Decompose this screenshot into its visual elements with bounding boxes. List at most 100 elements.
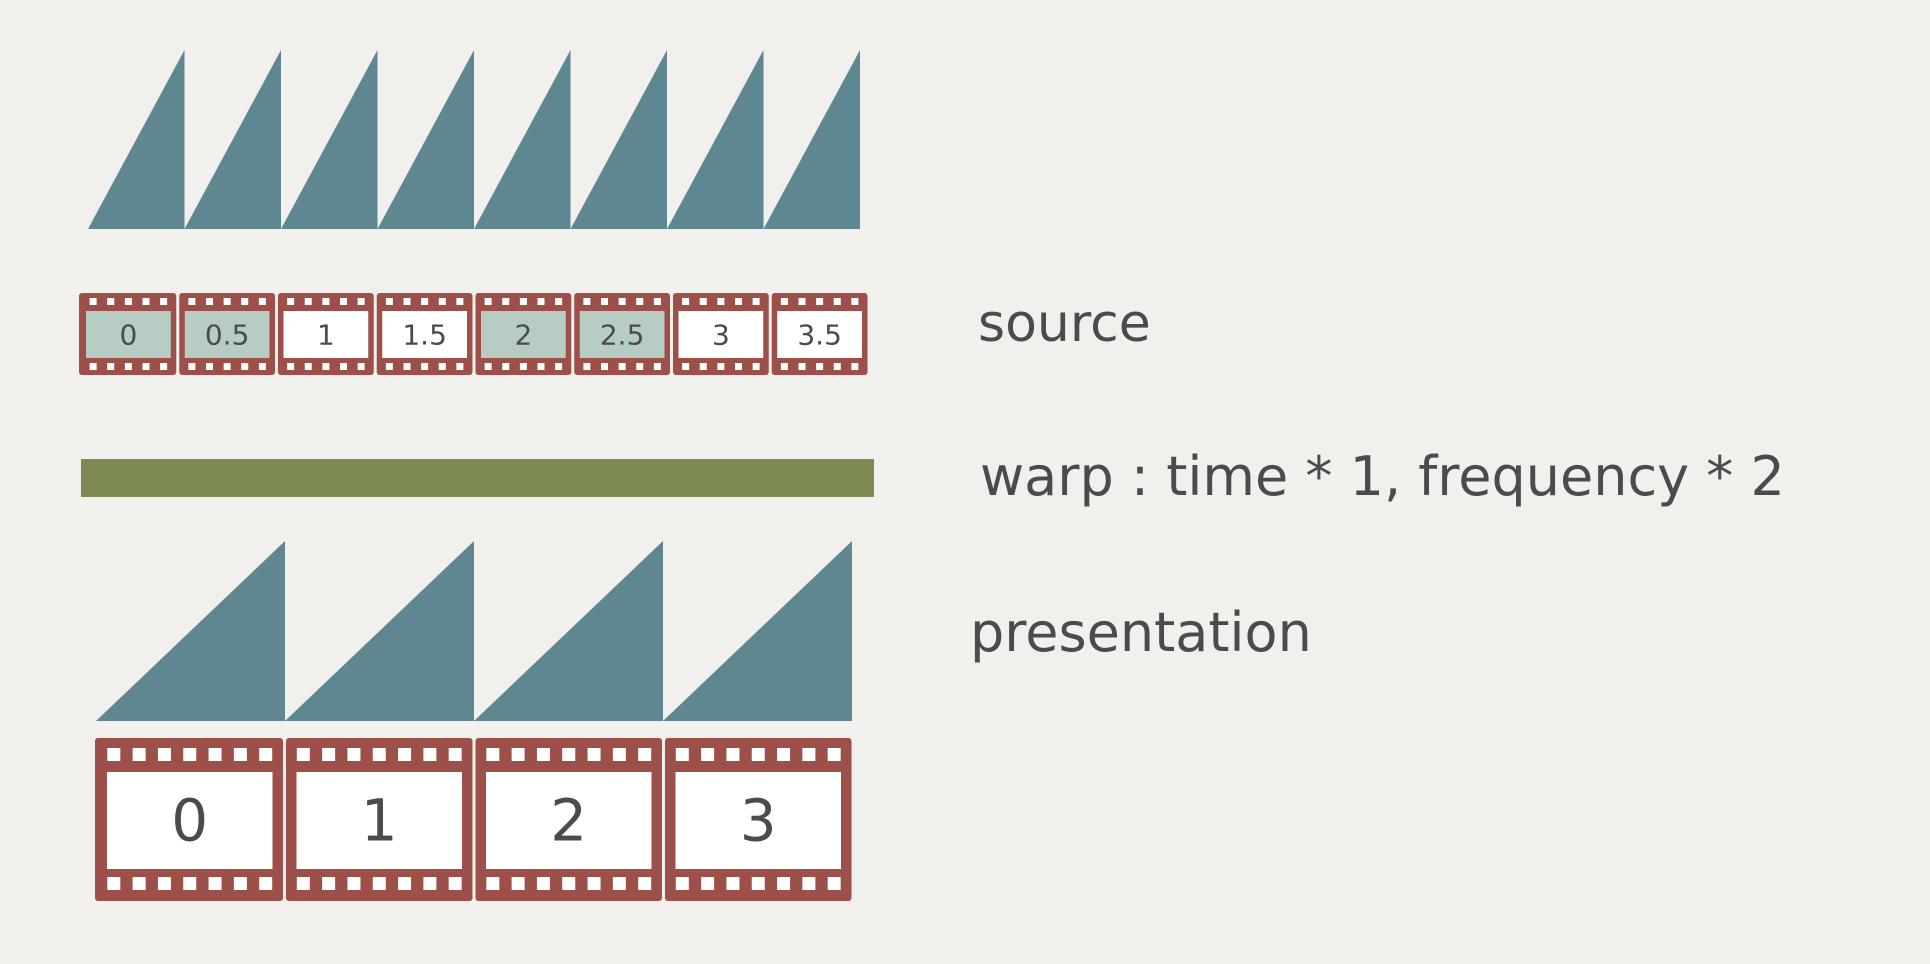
- presentation-frame-label: 1: [361, 787, 398, 855]
- sprocket-hole: [537, 363, 545, 370]
- sprocket-hole: [241, 298, 249, 305]
- sprocket-hole: [717, 363, 725, 370]
- sprocket-hole: [124, 363, 132, 370]
- sprocket-hole: [223, 298, 231, 305]
- sprocket-hole: [851, 363, 859, 370]
- source-frame: 0.5: [179, 293, 275, 375]
- frame-window: [481, 311, 566, 358]
- sprocket-hole: [206, 363, 213, 370]
- sprocket-hole: [89, 363, 97, 370]
- sprocket-hole: [347, 748, 361, 761]
- presentation-filmstrip: 0 1 2 3: [95, 738, 852, 901]
- presentation-label: presentation: [970, 601, 1312, 664]
- source-frame: 2: [475, 293, 572, 375]
- sprocket-hole: [132, 877, 146, 890]
- sprocket-hole: [157, 748, 171, 761]
- sprocket-hole: [519, 298, 527, 305]
- sprocket-hole: [519, 363, 527, 370]
- sprocket-hole: [537, 298, 545, 305]
- sprocket-hole: [403, 298, 411, 305]
- sprocket-hole: [438, 363, 446, 370]
- frame-window: [382, 311, 467, 358]
- sprocket-hole: [486, 748, 500, 761]
- sprocket-hole: [587, 877, 601, 890]
- sprocket-hole: [486, 877, 500, 890]
- sprocket-hole: [107, 298, 115, 305]
- frame-window: [86, 311, 171, 358]
- sprocket-hole: [653, 363, 661, 370]
- sprocket-hole: [347, 877, 361, 890]
- sprocket-hole: [157, 877, 171, 890]
- frame-window: [107, 772, 273, 869]
- sprocket-hole: [258, 363, 266, 370]
- sprocket-hole: [456, 363, 464, 370]
- sprocket-hole: [398, 877, 412, 890]
- sprocket-hole: [827, 877, 841, 890]
- sprocket-hole: [638, 877, 652, 890]
- sprocket-hole: [340, 298, 347, 305]
- sprocket-hole: [555, 363, 563, 370]
- warp-bar: [81, 459, 874, 497]
- sprocket-hole: [833, 298, 841, 305]
- sprocket-hole: [675, 748, 689, 761]
- presentation-frame-label: 3: [740, 787, 777, 855]
- sprocket-hole: [484, 363, 492, 370]
- source-wave-tooth: [570, 50, 667, 229]
- source-wave-tooth: [474, 50, 571, 229]
- frame-window: [678, 311, 764, 358]
- sprocket-hole: [188, 298, 196, 305]
- sprocket-hole: [638, 748, 652, 761]
- sprocket-hole: [777, 877, 791, 890]
- source-frame-label: 0: [119, 319, 137, 352]
- sprocket-hole: [322, 748, 336, 761]
- sprocket-hole: [618, 363, 626, 370]
- sprocket-hole: [132, 748, 146, 761]
- sprocket-hole: [357, 298, 365, 305]
- sprocket-hole: [562, 748, 576, 761]
- sprocket-hole: [372, 748, 386, 761]
- sprocket-hole: [583, 298, 591, 305]
- sprocket-hole: [208, 877, 222, 890]
- presentation-sawtooth-wave: [96, 541, 852, 721]
- sprocket-hole: [398, 748, 412, 761]
- presentation-wave-tooth: [663, 541, 852, 721]
- source-frame-label: 3: [712, 319, 730, 352]
- sprocket-hole: [259, 748, 273, 761]
- sprocket-hole: [833, 363, 841, 370]
- presentation-frame-label: 2: [550, 787, 587, 855]
- sprocket-hole: [322, 877, 336, 890]
- presentation-frame: 0: [95, 738, 283, 901]
- sprocket-hole: [89, 298, 97, 305]
- sprocket-hole: [385, 298, 393, 305]
- frame-window: [283, 311, 369, 358]
- sprocket-hole: [682, 298, 690, 305]
- frame-window: [184, 311, 270, 358]
- sprocket-hole: [233, 877, 247, 890]
- source-wave-tooth: [184, 50, 281, 229]
- sprocket-hole: [233, 748, 247, 761]
- sprocket-hole: [751, 877, 765, 890]
- sprocket-hole: [601, 298, 608, 305]
- presentation-frame-label: 0: [171, 787, 208, 855]
- sprocket-hole: [536, 877, 550, 890]
- sprocket-hole: [258, 298, 266, 305]
- sprocket-hole: [296, 748, 310, 761]
- sprocket-hole: [780, 298, 788, 305]
- frame-window: [675, 772, 841, 869]
- sprocket-hole: [699, 298, 707, 305]
- sprocket-hole: [735, 363, 742, 370]
- sprocket-hole: [259, 877, 273, 890]
- sprocket-hole: [423, 877, 437, 890]
- sprocket-hole: [587, 748, 601, 761]
- sprocket-hole: [612, 748, 626, 761]
- frame-window: [777, 311, 862, 358]
- source-frame-label: 2: [514, 319, 532, 352]
- sprocket-hole: [322, 298, 330, 305]
- frame-window: [579, 311, 665, 358]
- presentation-frame: 1: [286, 738, 473, 901]
- sprocket-hole: [555, 298, 563, 305]
- sprocket-hole: [340, 363, 347, 370]
- sprocket-hole: [183, 748, 197, 761]
